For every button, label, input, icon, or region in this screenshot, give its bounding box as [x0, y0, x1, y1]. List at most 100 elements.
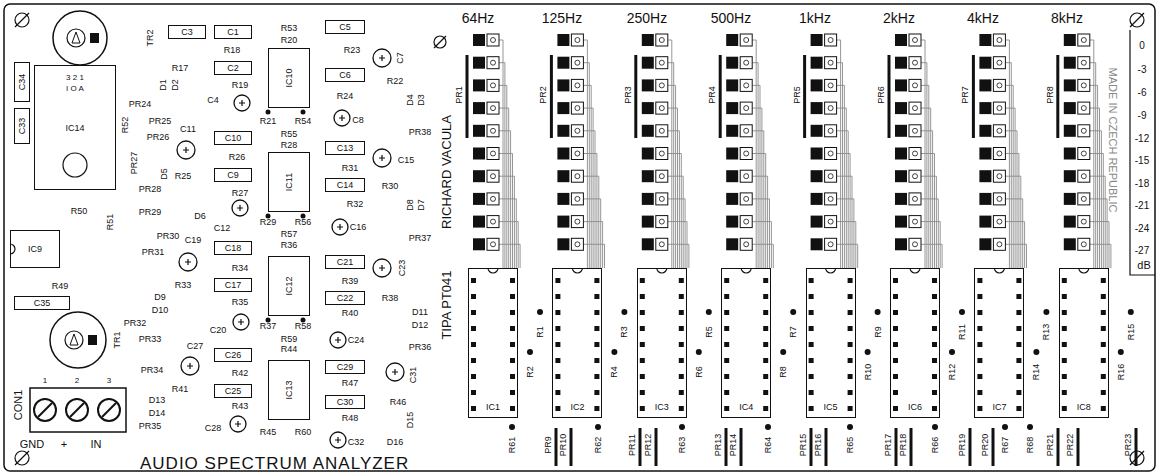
electrolytic-capacitor	[386, 363, 404, 381]
component-label: IC12	[285, 276, 294, 295]
led-pad	[979, 102, 991, 114]
led-pad	[487, 216, 499, 228]
copper-trace	[752, 222, 771, 268]
copper-trace	[1090, 176, 1105, 268]
component-label: IC8	[1077, 403, 1091, 412]
ic-pad	[724, 390, 729, 395]
led-pad	[473, 125, 485, 137]
led-pad	[811, 57, 823, 69]
ic-pad	[471, 326, 476, 331]
led-pad	[659, 219, 664, 224]
silkscreen-label: R54	[295, 117, 312, 126]
led-pad	[571, 79, 583, 91]
ic-pad	[679, 374, 684, 379]
led-pad	[744, 38, 749, 43]
polarity-mark	[337, 224, 343, 230]
ic-pad	[679, 406, 684, 411]
ic-pad	[893, 310, 898, 315]
ic-pad	[763, 406, 768, 411]
led-pad	[744, 196, 749, 201]
led-pad	[642, 125, 654, 137]
led-pad	[828, 38, 833, 43]
ic-pad	[977, 310, 982, 315]
silkscreen-label: C28	[205, 424, 222, 433]
jumper-wire	[570, 428, 573, 466]
silkscreen-label: PR16	[814, 434, 823, 457]
ic-pad	[555, 342, 560, 347]
led-pad	[491, 151, 496, 156]
resistor-pad	[266, 110, 271, 115]
jumper-wire	[895, 428, 898, 466]
led-pad	[740, 125, 752, 137]
ic-pad	[763, 358, 768, 363]
copper-trace	[1005, 176, 1020, 268]
silkscreen-label: PR9	[544, 436, 553, 454]
polarity-mark	[379, 265, 385, 271]
resistor-pad	[706, 309, 712, 315]
silkscreen-label: R65	[846, 437, 855, 454]
ic-pad	[555, 374, 560, 379]
ic-pad	[555, 310, 560, 315]
ic-pad	[724, 310, 729, 315]
mounting-hole	[15, 451, 29, 465]
silkscreen-label: R52	[121, 117, 130, 134]
jumper-wire	[466, 55, 469, 138]
led-pad	[726, 193, 738, 205]
led-pad	[656, 102, 668, 114]
led-pad	[473, 193, 485, 205]
led-pad	[744, 219, 749, 224]
silkscreen-label: C32	[348, 438, 365, 447]
led-pad	[825, 102, 837, 114]
led-pad	[909, 79, 921, 91]
ic-pad	[809, 310, 814, 315]
led-pad	[909, 170, 921, 182]
ic-pad	[679, 278, 684, 283]
copper-trace	[921, 244, 942, 268]
led-pad	[491, 242, 496, 247]
ic-pad	[1016, 406, 1021, 411]
polarity-mark	[238, 319, 244, 325]
led-pad	[1064, 216, 1076, 228]
silkscreen-label: -3	[1138, 65, 1147, 75]
led-pad	[909, 216, 921, 228]
jumper-wire	[825, 428, 828, 466]
component-label: IC13	[285, 380, 294, 399]
silkscreen-label: PR13	[714, 434, 723, 457]
ic-pad	[893, 326, 898, 331]
component-outline: C1	[214, 25, 252, 39]
led-pad	[895, 34, 907, 46]
silkscreen-label: R2	[526, 366, 535, 378]
silkscreen-label: R43	[232, 402, 249, 411]
component-outline: C26	[214, 348, 252, 362]
component-label: C9	[227, 171, 239, 180]
led-pad	[979, 170, 991, 182]
copper-trace	[1005, 154, 1019, 269]
led-pad	[740, 216, 752, 228]
led-pad	[659, 128, 664, 133]
polarity-mark	[335, 337, 341, 343]
trimmer-pad	[88, 335, 97, 345]
silkscreen-label: R25	[175, 172, 192, 181]
ic-pad	[594, 342, 599, 347]
copper-trace	[837, 154, 851, 269]
led-pad	[726, 238, 738, 250]
copper-trace	[499, 131, 511, 268]
led-pad	[1081, 151, 1086, 156]
ic-pad	[594, 406, 599, 411]
silkscreen-label: PR35	[139, 422, 162, 431]
led-pad	[487, 102, 499, 114]
component-outline: C33	[14, 108, 30, 144]
component-label: IC11	[285, 173, 294, 191]
copper-trace	[921, 40, 925, 268]
electrolytic-capacitor	[177, 141, 195, 159]
jumper-wire	[969, 428, 972, 466]
led-pad	[557, 57, 569, 69]
ic-pad	[640, 406, 645, 411]
copper-trace	[499, 244, 520, 268]
jumper-wire	[992, 428, 995, 466]
led-pad	[575, 106, 580, 111]
silkscreen-label: R45	[260, 428, 277, 437]
ic-pad	[763, 342, 768, 347]
silkscreen-label: R26	[229, 153, 246, 162]
silkscreen-label: 0	[1139, 41, 1145, 51]
